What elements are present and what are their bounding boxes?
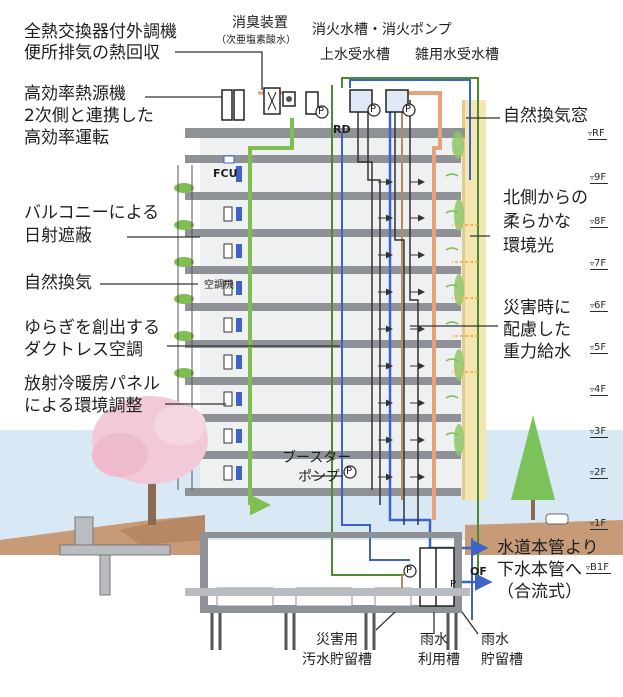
- floor-marker-rf: ▿RF: [588, 128, 607, 140]
- green-riser: [331, 85, 404, 576]
- floor-taps: [378, 178, 425, 481]
- floor-marker-5f: ▿5F: [590, 342, 609, 354]
- retaining-wall: [59, 516, 171, 596]
- north-light-label-2: 柔らかな: [503, 212, 571, 232]
- cherry-tree: [92, 396, 208, 525]
- floor-slabs: [185, 128, 465, 496]
- disaster-tank-label-1: 災害用: [316, 632, 358, 648]
- pump-letter-4: P: [346, 466, 353, 477]
- booster-label-1: ブースター: [282, 450, 352, 466]
- pump-letter-3: P: [405, 104, 412, 115]
- radiant-label-2: による環境調整: [24, 396, 143, 416]
- gravity-label-1: 災害時に: [503, 298, 571, 318]
- natural-vent-label: 自然換気: [24, 273, 92, 293]
- floor-marker-3f: ▿3F: [590, 426, 609, 438]
- floor-marker-4f: ▿4F: [590, 384, 609, 396]
- gravity-label-3: 重力給水: [503, 342, 571, 362]
- north-wall: [462, 100, 486, 500]
- radiant-panels: [223, 166, 242, 481]
- ductless-label-2: ダクトレス空調: [24, 340, 143, 360]
- deodorizer-sub-label: （次亜塩素酸水）: [216, 35, 296, 46]
- pump-letter-2: P: [370, 104, 377, 115]
- upper-tank-label: 上水受水槽: [320, 47, 390, 63]
- balcony-label-2: 日射遮蔽: [24, 226, 92, 246]
- natural-window-label: 自然換気窓: [503, 106, 588, 126]
- booster-label-2: ポンプ: [298, 469, 340, 485]
- car: [545, 513, 569, 525]
- fire-tank-label: 消火水槽・消火ポンプ: [312, 22, 452, 38]
- rooftop-equipment: [221, 87, 409, 121]
- floor-marker-7f: ▿7F: [590, 258, 609, 270]
- heat-exchanger-label-1: 全熱交換器付外調機: [24, 22, 177, 42]
- deodorizer-label: 消臭装置: [232, 15, 288, 31]
- heat-source-label-1: 高効率熱源機: [24, 84, 126, 104]
- green-duct: [248, 118, 294, 505]
- heat-source-label-3: 高効率運転: [24, 128, 109, 148]
- pump-letter-6: P: [450, 579, 457, 590]
- floor-marker-8f: ▿8F: [590, 216, 609, 228]
- ductless-label-1: ゆらぎを創出する: [24, 318, 160, 338]
- fcu-label: FCU: [213, 167, 238, 180]
- ac-unit-label: 空調機: [204, 280, 234, 291]
- rain-use-label-1: 雨水: [420, 632, 448, 648]
- disaster-tank-label-2: 汚水貯留槽: [302, 652, 372, 668]
- floor-marker-2f: ▿2F: [590, 467, 609, 479]
- green-tree: [511, 415, 555, 520]
- floor-marker-9f: ▿9F: [590, 172, 609, 184]
- leader-lines: [100, 51, 500, 635]
- rain-store-label-1: 雨水: [481, 632, 509, 648]
- floor-marker-1f: ▿1F: [590, 518, 609, 530]
- rain-store-label-2: 貯留槽: [481, 652, 523, 668]
- misc-tank-label: 雑用水受水槽: [415, 47, 499, 63]
- supply-pipes: [357, 100, 419, 525]
- rain-use-label-2: 利用槽: [418, 652, 460, 668]
- water-main-label: 水道本管より: [497, 538, 599, 558]
- rd-label: RD: [333, 123, 351, 136]
- north-light-label-1: 北側からの: [503, 188, 588, 208]
- balcony-label-1: バルコニーによる: [24, 203, 160, 223]
- piles: [210, 613, 458, 650]
- floor-marker-b1f: ▿B1F: [586, 562, 611, 574]
- orange-riser: [404, 91, 442, 520]
- north-light-arrows: [452, 224, 478, 373]
- blue-riser: [341, 132, 410, 561]
- heat-source-label-2: 2次側と連携した: [24, 106, 154, 126]
- fcu-unit: [223, 155, 235, 164]
- combined-label: （合流式）: [497, 582, 582, 602]
- ventilation-flow: [445, 173, 459, 436]
- radiant-label-1: 放射冷暖房パネル: [24, 374, 160, 394]
- pump-letter-1: P: [318, 106, 325, 117]
- north-light-label-3: 環境光: [503, 236, 554, 256]
- heat-exchanger-label-2: 便所排気の熱回収: [24, 43, 160, 63]
- sewer-main-label: 下水本管へ: [497, 560, 582, 580]
- gravity-label-2: 配慮した: [503, 320, 571, 340]
- pump-letter-5: P: [406, 565, 413, 576]
- of-label: OF: [470, 565, 487, 578]
- floor-marker-6f: ▿6F: [590, 300, 609, 312]
